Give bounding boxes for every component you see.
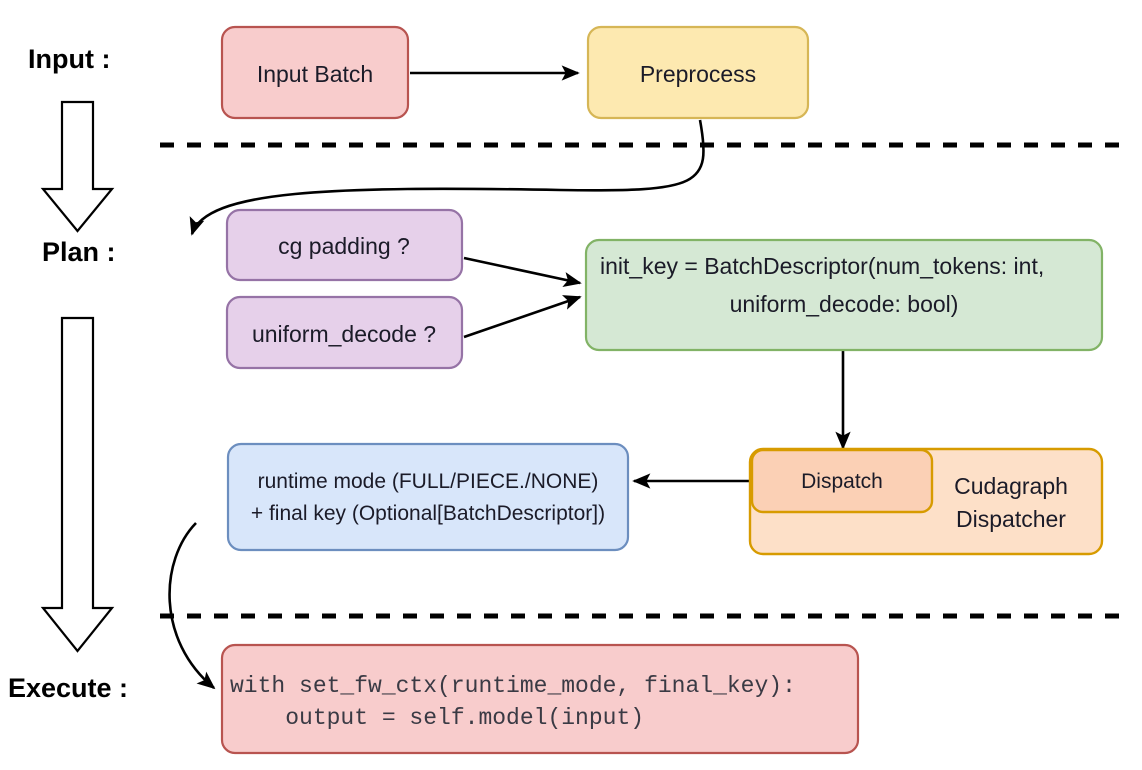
node-preprocess-label: Preprocess bbox=[640, 61, 756, 87]
stage-label-execute: Execute : bbox=[8, 673, 128, 703]
node-preprocess[interactable]: Preprocess bbox=[586, 25, 810, 120]
node-init-key[interactable]: init_key = BatchDescriptor(num_tokens: i… bbox=[584, 238, 1104, 352]
node-cudagraph-dispatcher-line2: Dispatcher bbox=[956, 506, 1066, 532]
node-input-batch[interactable]: Input Batch bbox=[220, 25, 410, 120]
node-dispatch-shape[interactable] bbox=[750, 448, 934, 514]
node-cg-padding[interactable]: cg padding ? bbox=[225, 208, 464, 282]
node-execute-code-line2: output = self.model(input) bbox=[230, 705, 644, 731]
node-execute-code-line1: with set_fw_ctx(runtime_mode, final_key)… bbox=[230, 673, 796, 699]
edge-uniform-decode-to-init-key bbox=[463, 295, 582, 339]
node-dispatch-label: Dispatch bbox=[801, 470, 883, 493]
edge-runtime-mode-to-execute-code bbox=[168, 522, 216, 690]
node-uniform-decode-label: uniform_decode ? bbox=[252, 321, 436, 347]
node-runtime-mode-line2: + final key (Optional[BatchDescriptor]) bbox=[251, 502, 605, 525]
node-runtime-mode[interactable]: runtime mode (FULL/PIECE./NONE) + final … bbox=[226, 442, 630, 552]
stage-arrow-input-plan-icon bbox=[40, 100, 115, 233]
stage-label-input: Input : bbox=[28, 44, 110, 74]
node-init-key-line1: init_key = BatchDescriptor(num_tokens: i… bbox=[600, 253, 1044, 279]
edge-preprocess-to-cg-padding bbox=[189, 119, 705, 236]
node-uniform-decode-shape[interactable] bbox=[225, 295, 464, 370]
node-uniform-decode[interactable]: uniform_decode ? bbox=[225, 295, 464, 370]
node-execute-code[interactable]: with set_fw_ctx(runtime_mode, final_key)… bbox=[220, 643, 860, 755]
node-init-key-shape[interactable] bbox=[584, 238, 1104, 352]
edge-cg-padding-to-init-key bbox=[463, 256, 582, 288]
stage-arrow-plan-execute-icon bbox=[40, 316, 115, 653]
stage-label-plan: Plan : bbox=[42, 237, 116, 267]
node-cudagraph-dispatcher-line1: Cudagraph bbox=[954, 473, 1068, 499]
node-input-batch-label: Input Batch bbox=[257, 61, 373, 87]
node-cg-padding-shape[interactable] bbox=[225, 208, 464, 282]
node-dispatch[interactable]: Dispatch bbox=[750, 448, 934, 514]
node-init-key-line2: uniform_decode: bool) bbox=[730, 291, 959, 317]
node-execute-code-shape[interactable] bbox=[220, 643, 860, 755]
node-input-batch-shape[interactable] bbox=[220, 25, 410, 120]
node-cg-padding-label: cg padding ? bbox=[278, 233, 410, 259]
node-preprocess-shape[interactable] bbox=[586, 25, 810, 120]
node-runtime-mode-shape[interactable] bbox=[226, 442, 630, 552]
node-runtime-mode-line1: runtime mode (FULL/PIECE./NONE) bbox=[258, 470, 599, 493]
